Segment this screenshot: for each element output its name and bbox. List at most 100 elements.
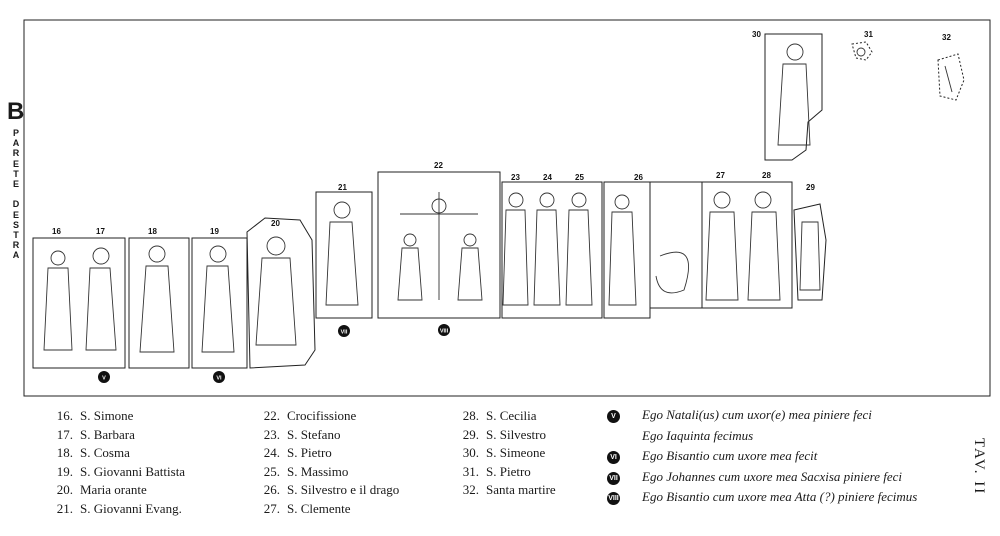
inscription-entry: VII Ego Johannes cum uxore mea Sacxisa pi…: [607, 467, 917, 488]
legend-number: 30.: [462, 445, 479, 461]
inscription-text: Ego Bisantio cum uxore mea fecit: [642, 448, 818, 463]
legend-name: Maria orante: [80, 482, 147, 498]
panel-16-17: [32, 237, 126, 369]
side-label-letter: T: [13, 168, 19, 179]
plate-number: 24: [543, 173, 552, 182]
legend-number: 20.: [56, 482, 73, 498]
legend-name: S. Clemente: [287, 500, 351, 516]
legend-number: 23.: [263, 426, 280, 442]
panel-30: [764, 33, 823, 161]
side-label-letter: R: [12, 240, 20, 251]
panel-31: [851, 41, 873, 61]
side-label-letter: S: [12, 219, 19, 230]
legend-name: S. Simone: [80, 408, 134, 423]
legend-column-1: 16. S. Simone 17. S. Barbara 18. S. Cosma 19. S…: [43, 407, 185, 519]
legend-name: S. Simeone: [486, 445, 546, 461]
roman-numeral-badge: VII: [607, 471, 620, 485]
legend-name: S. Pietro: [486, 463, 531, 479]
inscription-text: Ego Natali(us) cum uxor(e) mea piniere f…: [642, 407, 872, 422]
panel-18: [128, 237, 190, 369]
side-label-letter: A: [12, 138, 20, 149]
plate-number: 21: [338, 183, 347, 192]
panel-22: [377, 171, 501, 319]
inscription-text: Ego Iaquinta fecimus: [642, 427, 754, 443]
legend-name: Santa martire: [486, 482, 556, 498]
side-label-letter: [11, 189, 21, 199]
panel-27-28: [701, 181, 793, 309]
legend-number: 22.: [263, 408, 280, 423]
legend-number: 17.: [56, 426, 73, 442]
legend-entry: 30. S. Simeone: [449, 444, 556, 463]
legend-name: Crocifissione: [287, 408, 357, 423]
legend-number: 27.: [263, 500, 280, 516]
plate-number: 25: [575, 173, 584, 182]
legend-number: 26.: [263, 482, 280, 498]
legend-entry: 24.S. Pietro: [250, 444, 399, 463]
side-label-letter: P: [12, 128, 19, 138]
plate-number: 17: [96, 227, 105, 236]
roman-numeral-badge: VI: [607, 451, 620, 464]
panel-20: [246, 217, 316, 369]
plate-frame: [23, 19, 991, 397]
legend-entry: 22. Crocifissione: [250, 407, 399, 426]
legend-number: 21.: [56, 500, 73, 516]
legend-number: 18.: [56, 445, 73, 461]
legend-name: S. Silvestro e il drago: [287, 482, 400, 498]
legend-entry: 18. S. Cosma: [43, 444, 185, 463]
legend-name: S. Stefano: [287, 426, 341, 442]
plate-number: 23: [511, 173, 520, 182]
legend-name: S. Massimo: [287, 463, 349, 479]
legend-number: 16.: [56, 408, 73, 423]
plate-label: TAV. II: [971, 438, 987, 496]
side-label-letter: R: [12, 148, 20, 159]
legend-name: S. Barbara: [80, 426, 135, 442]
side-label-letter: D: [12, 199, 20, 210]
fresco-plate-drawing: 16 17 18 19 20 21 22 23 24 25 26 27 28 2…: [23, 19, 991, 397]
inscription-text: Ego Johannes cum uxore mea Sacxisa pinie…: [642, 468, 903, 484]
inscription-entry: VI Ego Bisantio cum uxore mea fecit: [607, 446, 917, 467]
legend-column-2: 22. Crocifissione 23. S. Stefano 24.S. Pietr…: [250, 407, 400, 519]
plate-number: 29: [806, 183, 815, 192]
plate-number: 30: [752, 30, 761, 39]
legend-entry: 27. S. Clemente: [250, 500, 399, 519]
side-label-letter: E: [12, 209, 19, 220]
legend-number: 32.: [462, 482, 479, 498]
legend-entry: 21.S. Giovanni Evang.: [43, 500, 185, 519]
legend-entry: 16. S. Simone: [43, 407, 185, 426]
plate-number: 27: [716, 171, 725, 180]
legend-entry: 31.S. Pietro: [449, 463, 556, 482]
side-label-letter: E: [12, 179, 19, 190]
panel-19: [191, 237, 248, 369]
legend-entry: 32. Santa martire: [449, 481, 556, 500]
legend-number: 24.: [263, 445, 280, 461]
legend-entry: 17. S. Barbara: [43, 426, 185, 445]
plate-number: 32: [942, 33, 951, 42]
legend-entry: 19. S. Giovanni Battista: [43, 463, 185, 482]
plate-number: 26: [634, 173, 643, 182]
panel-32: [937, 53, 965, 101]
side-label-letter: E: [12, 158, 19, 169]
inscription-entry: Ego Iaquinta fecimus: [607, 426, 917, 447]
legend-entry: 23. S. Stefano: [250, 426, 399, 445]
legend-entry: 26. S. Silvestro e il drago: [250, 481, 400, 500]
plate-number: 22: [434, 161, 443, 170]
legend-name: S. Cosma: [80, 445, 130, 461]
panel-23-25: [501, 181, 603, 319]
side-letter: B: [7, 98, 25, 125]
plate-number: 31: [864, 30, 873, 39]
legend-entry: 28. S. Cecilia: [449, 407, 556, 426]
legend-entry: 29.S. Silvestro: [449, 426, 556, 445]
legend-name: S. Giovanni Battista: [80, 463, 186, 479]
legend-number: 28.: [462, 408, 479, 423]
legend-number: 19.: [56, 463, 73, 479]
legend-name: S. Cecilia: [486, 408, 537, 423]
side-label-letter: T: [13, 230, 19, 241]
side-label-letter: A: [12, 250, 20, 261]
legend-entry: 25.S. Massimo: [250, 463, 399, 482]
panel-26b: [649, 181, 703, 309]
plate-badge: VI: [216, 376, 222, 382]
